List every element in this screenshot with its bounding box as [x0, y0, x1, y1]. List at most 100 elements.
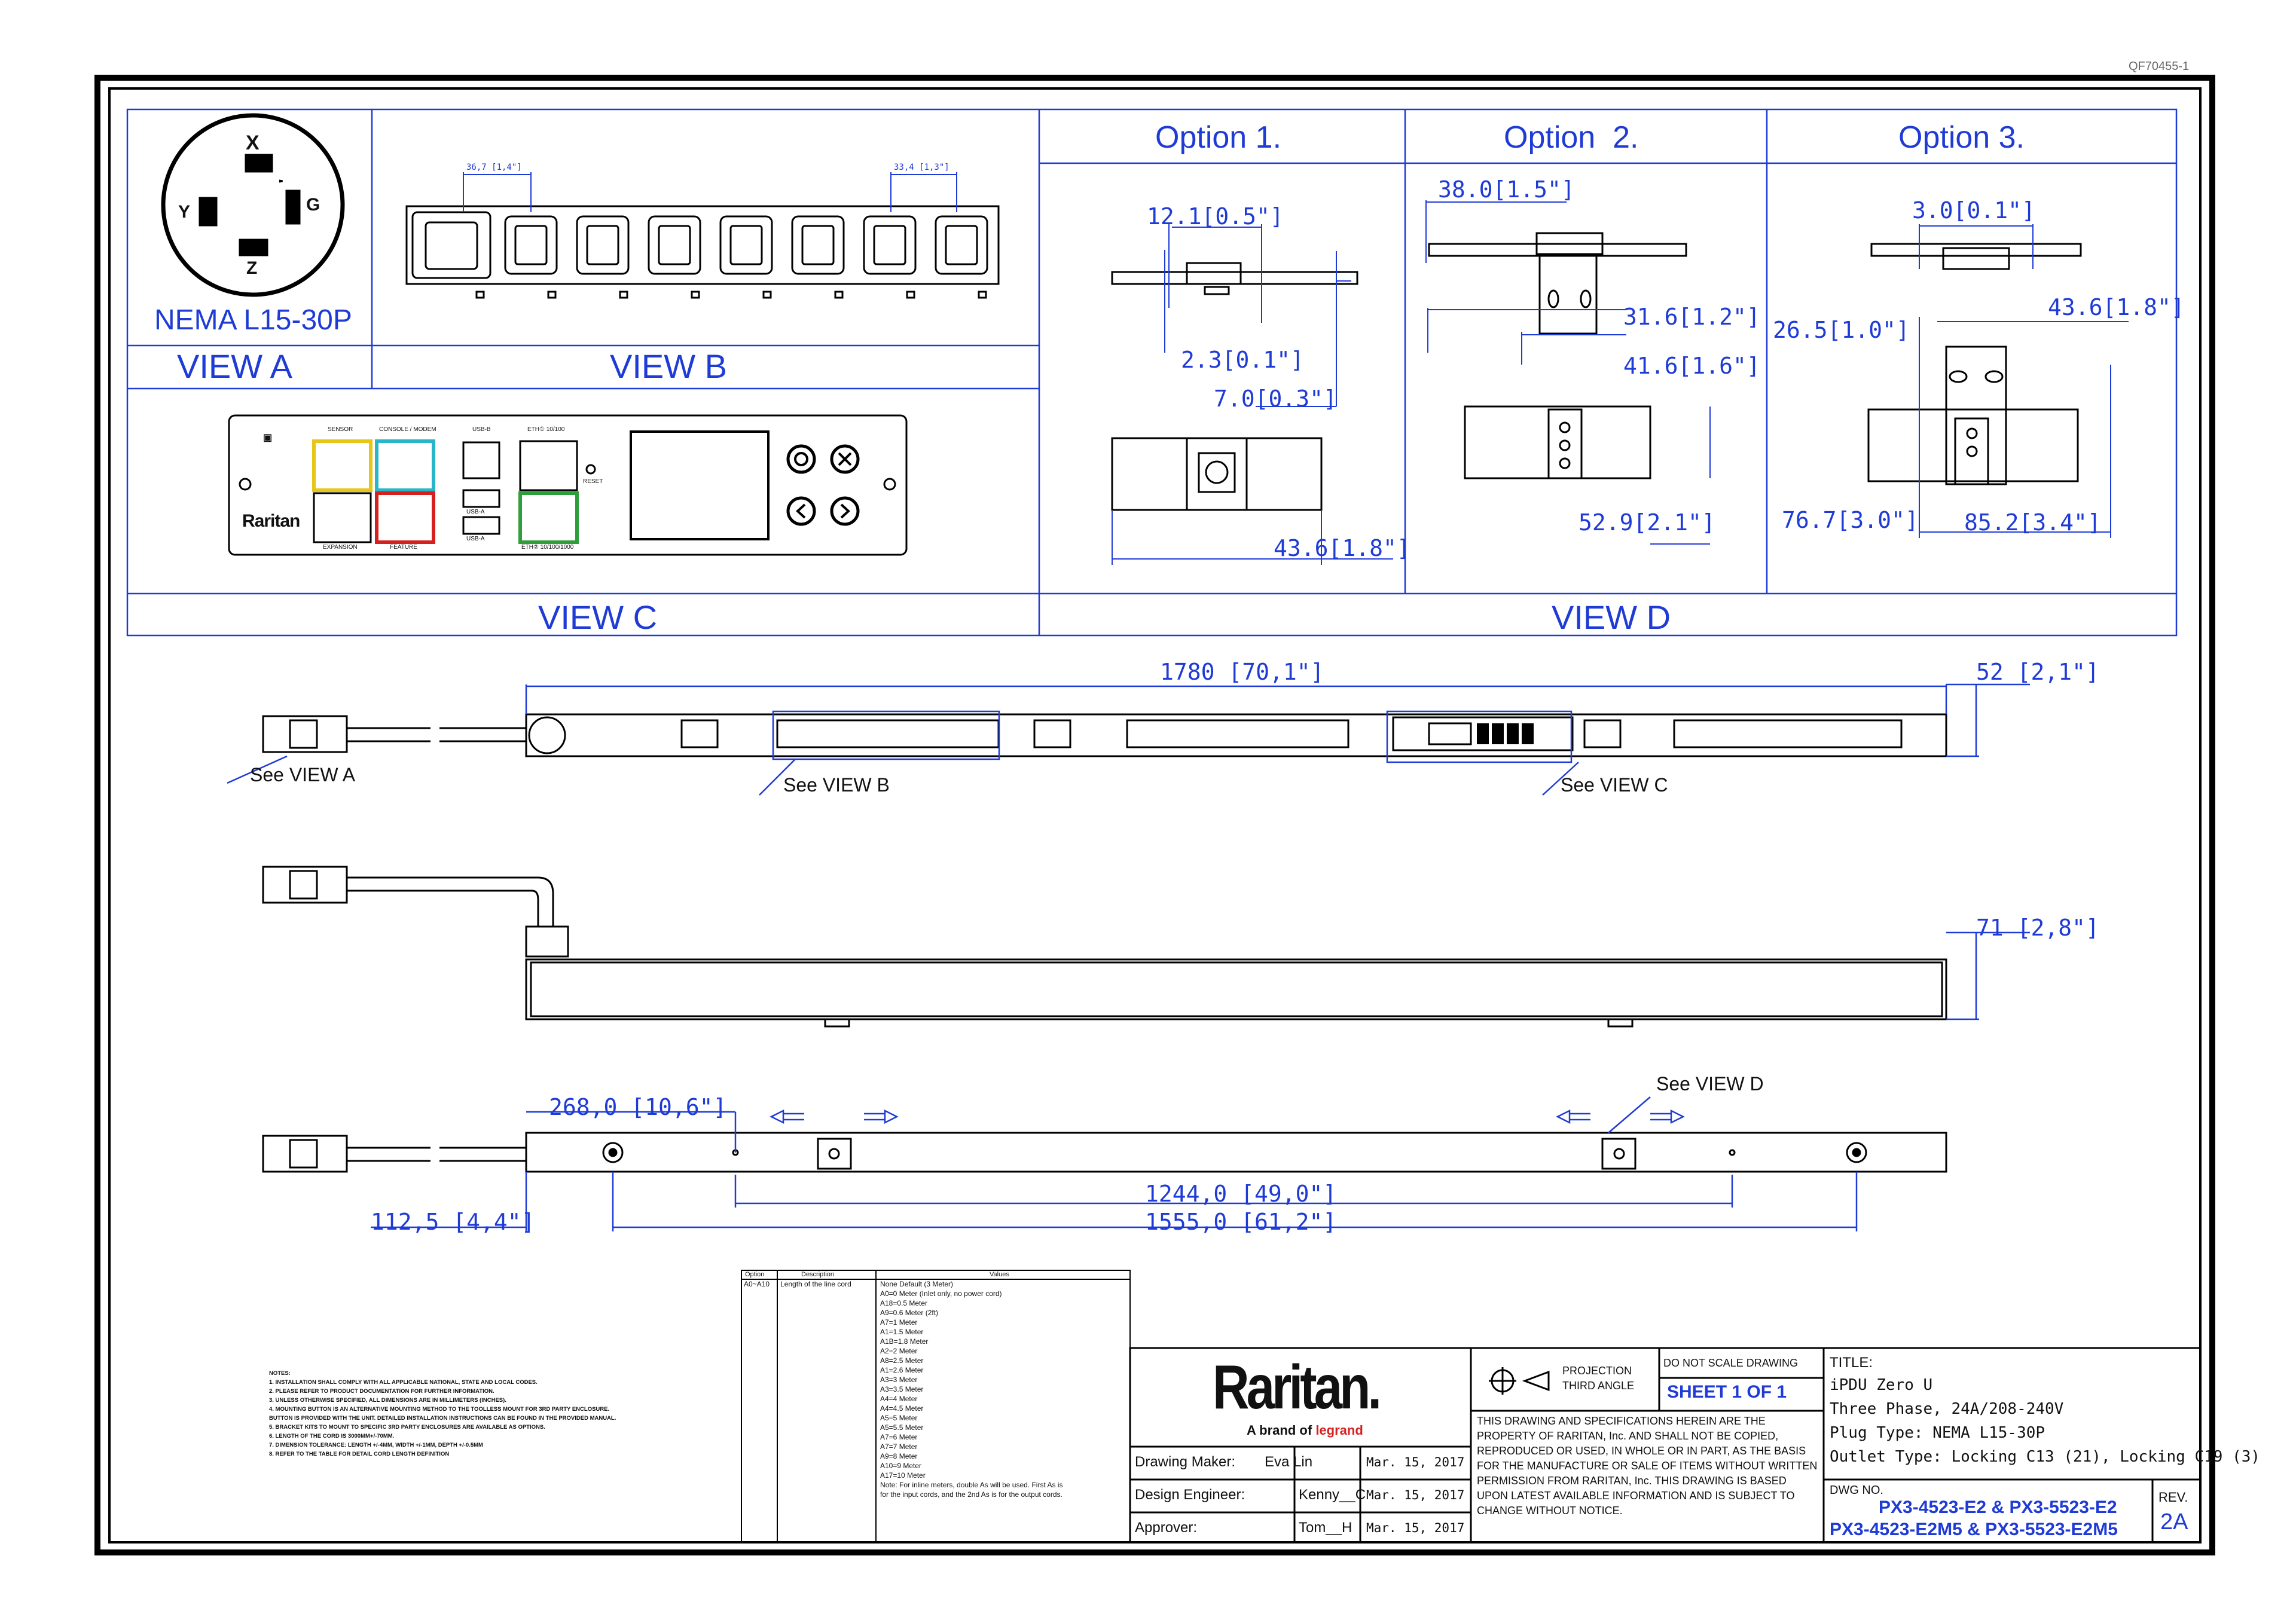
option-table-note: for the input cords, and the 2nd As is f… [880, 1490, 1062, 1499]
drawing-reference: QF70455-1 [2129, 60, 2190, 73]
see-view-c-callout: See VIEW C [1561, 774, 1668, 796]
option-table-value: A8=2.5 Meter [880, 1356, 924, 1365]
opt2-dim-offset: 41.6[1.6"] [1623, 353, 1760, 379]
option-table-value: A4=4.5 Meter [880, 1404, 924, 1413]
port-sensor-label: SENSOR [328, 426, 353, 433]
note-item: 6. LENGTH OF THE CORD IS 3000MM+/-70MM. [269, 1433, 395, 1439]
rev-value: 2A [2160, 1509, 2188, 1535]
pin-x-label: X [246, 132, 259, 154]
see-view-d-callout: See VIEW D [1656, 1073, 1764, 1095]
opt3-dim-right: 85.2[3.4"] [1964, 509, 2101, 536]
see-view-b-callout: See VIEW B [783, 774, 890, 796]
option-table-value: A1=2.6 Meter [880, 1366, 924, 1374]
tagline-prefix: A brand of [1247, 1423, 1312, 1438]
option-3-label: Option 3. [1898, 120, 2025, 155]
panel-brand-mark: ▣ [263, 433, 273, 443]
option-table-value: A5=5 Meter [880, 1414, 918, 1422]
view-b-label: VIEW B [610, 347, 728, 385]
drawing-maker-date: Mar. 15, 2017 [1366, 1455, 1465, 1469]
pin-y-label: Y [178, 202, 191, 222]
option-table-header-description: Description [801, 1271, 835, 1278]
opt1-dim-height: 7.0[0.3"] [1214, 386, 1337, 412]
option-table-value: A7=7 Meter [880, 1442, 918, 1451]
view-a-label: VIEW A [177, 347, 292, 385]
design-engineer-name: Kenny__C [1299, 1487, 1366, 1503]
option-table-value: A10=9 Meter [880, 1462, 922, 1470]
option-table-value: A2=2 Meter [880, 1347, 918, 1355]
note-item: 2. PLEASE REFER TO PRODUCT DOCUMENTATION… [269, 1388, 494, 1395]
port-usba2-label: USB-A [466, 536, 485, 542]
plug-type-label: NEMA L15-30P [154, 304, 352, 336]
option-table-value: A18=0.5 Meter [880, 1299, 928, 1307]
dwg-no-label: DWG NO. [1830, 1484, 1883, 1497]
option-table-value: A4=4 Meter [880, 1395, 918, 1403]
tagline-brand: legrand [1315, 1423, 1363, 1438]
option-table-value: A17=10 Meter [880, 1471, 926, 1480]
drawing-maker-name: Eva Lin [1265, 1454, 1313, 1470]
plug-drawings [262, 715, 569, 1173]
view-b-dim-right: 33,4 [1,3"] [894, 163, 949, 172]
back-dim-268: 268,0 [10,6"] [549, 1094, 727, 1120]
option-1-drawing [1111, 262, 1358, 511]
opt2-dim-height: 31.6[1.2"] [1623, 304, 1760, 330]
outlet-row-drawing [405, 205, 1000, 299]
note-item: 4. MOUNTING BUTTON IS AN ALTERNATIVE MOU… [269, 1406, 610, 1413]
opt1-dim-length: 43.6[1.8"] [1274, 535, 1410, 561]
title-label: TITLE: [1830, 1355, 1873, 1371]
approver-date: Mar. 15, 2017 [1366, 1521, 1465, 1535]
pdu-side-drawing [525, 958, 1947, 1028]
view-b-dim-left: 36,7 [1,4"] [466, 163, 522, 172]
design-engineer-date: Mar. 15, 2017 [1366, 1488, 1465, 1502]
opt3-dim-offset: 26.5[1.0"] [1773, 317, 1910, 343]
pdu-back-drawing [525, 1132, 1947, 1173]
back-dim-1555: 1555,0 [61,2"] [1145, 1209, 1337, 1235]
dwg-number-line2: PX3-4523-E2M5 & PX3-5523-E2M5 [1830, 1520, 2118, 1539]
option-table-value: A1B=1.8 Meter [880, 1337, 929, 1346]
opt3-dim-width: 3.0[0.1"] [1912, 197, 2035, 224]
logo-tagline: A brand of legrand [1247, 1423, 1363, 1438]
option-table-values: None Default (3 Meter) A0=0 Meter (Inlet… [880, 1279, 1062, 1499]
disclaimer-text: THIS DRAWING AND SPECIFICATIONS HEREIN A… [1477, 1415, 1818, 1517]
option-table-value: A9=8 Meter [880, 1452, 918, 1460]
option-table-description: Length of the line cord [780, 1280, 851, 1288]
dwg-number-line1: PX3-4523-E2 & PX3-5523-E2 [1879, 1497, 2117, 1517]
back-dim-1244: 1244,0 [49,0"] [1145, 1181, 1337, 1207]
drawing-maker-role: Drawing Maker: [1135, 1454, 1236, 1470]
plug-face-drawing [161, 113, 345, 297]
note-item: BUTTON IS PROVIDED WITH THE UNIT. DETAIL… [269, 1415, 616, 1422]
opt3-dim-height: 43.6[1.8"] [2048, 294, 2185, 320]
option-table-value: A7=6 Meter [880, 1433, 918, 1441]
port-usba1-label: USB-A [466, 509, 485, 515]
sheet-label: SHEET 1 OF 1 [1667, 1382, 1787, 1402]
option-table-note: Note: For inline meters, double As will … [880, 1481, 1063, 1489]
notes-title: NOTES: [269, 1370, 291, 1377]
projection-label: PROJECTION [1562, 1365, 1632, 1377]
option-table-value: A5=5.5 Meter [880, 1423, 924, 1432]
option-table-option: A0~A10 [744, 1280, 770, 1288]
front-width-dim: 52 [2,1"] [1976, 659, 2099, 685]
option-table-header-values: Values [990, 1271, 1009, 1278]
controller-panel-drawing [228, 414, 908, 556]
third-angle-label: THIRD ANGLE [1562, 1380, 1635, 1392]
option-table-header-option: Option [745, 1271, 765, 1278]
pin-z-label: Z [246, 258, 258, 278]
raritan-logo: Raritan. [1213, 1353, 1382, 1422]
port-expansion-label: EXPANSION [323, 544, 358, 551]
option-table-value: A3=3.5 Meter [880, 1385, 924, 1393]
pdu-front-drawing [525, 713, 1947, 757]
option-2-drawing [1428, 232, 1687, 479]
view-d-label: VIEW D [1552, 598, 1671, 636]
approver-name: Tom__H [1299, 1520, 1352, 1536]
port-eth1-label: ETH① 10/100 [527, 426, 565, 433]
note-item: 3. UNLESS OTHERWISE SPECIFIED, ALL DIMEN… [269, 1397, 506, 1404]
port-console-label: CONSOLE / MODEM [379, 426, 436, 433]
title-line: Plug Type: NEMA L15-30P [1830, 1424, 2045, 1442]
option-3-drawing [1867, 243, 2082, 485]
option-table-value: A3=3 Meter [880, 1376, 918, 1384]
approver-role: Approver: [1135, 1520, 1198, 1536]
rev-label: REV. [2158, 1490, 2188, 1505]
opt2-dim-length: 52.9[2.1"] [1578, 509, 1715, 536]
front-length-dim: 1780 [70,1"] [1160, 659, 1324, 685]
note-item: 8. REFER TO THE TABLE FOR DETAIL CORD LE… [269, 1451, 450, 1457]
